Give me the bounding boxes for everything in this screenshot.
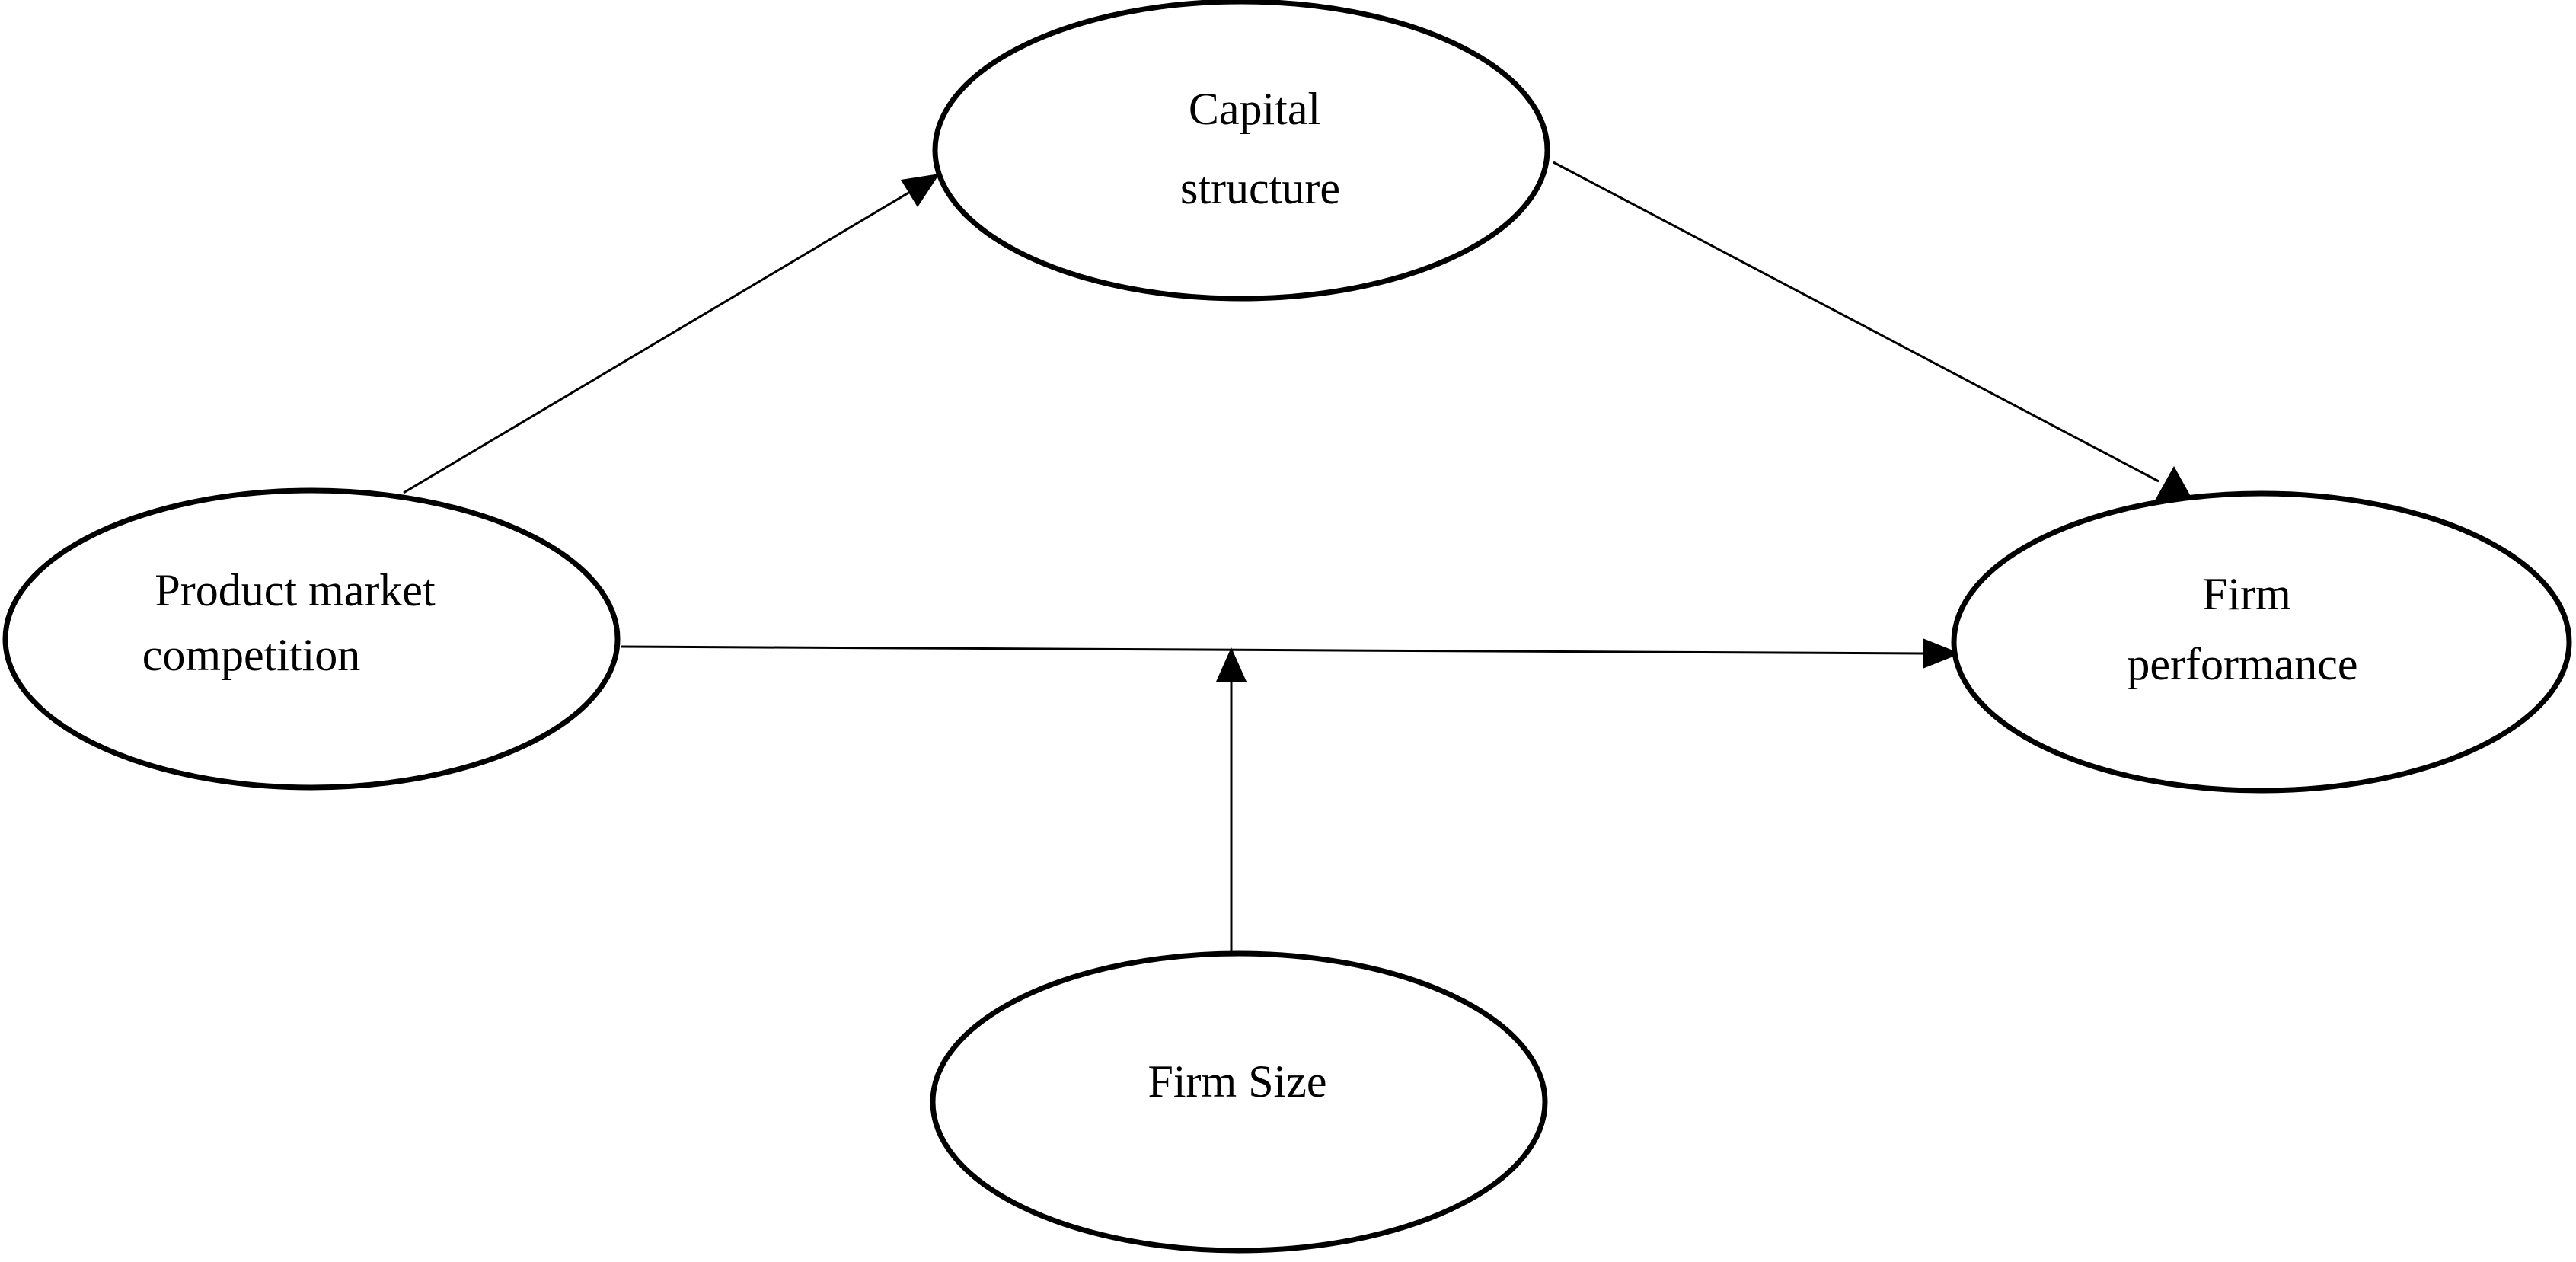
node-capital-structure-ellipse	[932, 0, 1550, 302]
arrowhead-capital-structure	[901, 174, 940, 207]
node-firm-size-ellipse	[930, 950, 1548, 1254]
node-capital-structure-label-line-1: Capital	[1189, 84, 1320, 134]
node-capital-structure: Capital structure	[932, 0, 1550, 302]
node-firm-performance-label-line-1: Firm	[2202, 569, 2291, 619]
edge-competition-to-capital-structure	[403, 190, 911, 494]
svg-text:Product market competiti: Product market competition	[142, 565, 447, 680]
svg-text:Firm performance: Firm performance	[2127, 569, 2357, 689]
node-product-market-competition-label-line-1: Product market	[155, 565, 436, 615]
edge-capital-structure-to-performance	[1553, 161, 2159, 483]
node-firm-performance-ellipse	[1951, 490, 2572, 794]
node-firm-performance: Firm performance	[1951, 490, 2572, 794]
node-product-market-competition: Product market competition	[2, 487, 621, 791]
node-capital-structure-label-line-2: structure	[1180, 163, 1340, 213]
edge-competition-to-performance	[620, 645, 1923, 655]
svg-text:Firm Size: Firm Size	[1148, 1056, 1327, 1107]
arrowhead-firm-performance-top	[2155, 466, 2193, 500]
arrowhead-moderation	[1216, 647, 1247, 682]
node-product-market-competition-label-line-2: competition	[142, 630, 361, 680]
edges	[403, 161, 2193, 957]
node-firm-performance-label-line-2: performance	[2127, 639, 2357, 689]
node-product-market-competition-ellipse	[2, 487, 621, 791]
node-firm-size: Firm Size	[930, 950, 1548, 1254]
node-firm-size-label: Firm Size	[1148, 1056, 1327, 1107]
arrowhead-firm-performance-left	[1923, 638, 1961, 669]
svg-text:Capital structure: Capital structure	[1180, 84, 1340, 213]
